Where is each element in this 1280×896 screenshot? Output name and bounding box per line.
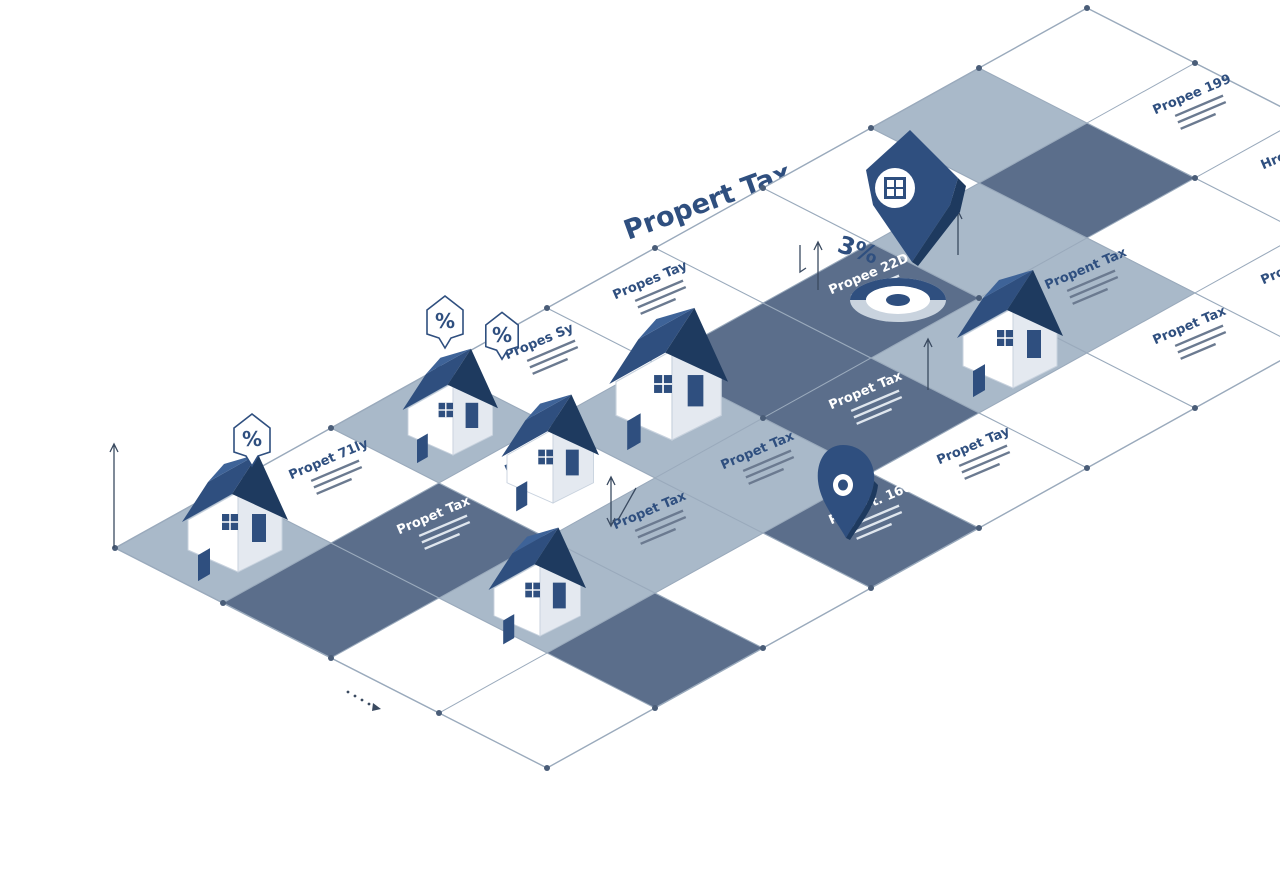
grid-node — [652, 705, 658, 711]
info-tile — [1193, 245, 1280, 337]
text-placeholder-line — [964, 462, 1001, 480]
text-placeholder-line — [1180, 112, 1217, 130]
height-arrow-left — [109, 442, 119, 548]
text-placeholder-line — [853, 510, 903, 534]
text-placeholder-line — [634, 279, 684, 303]
grid-node — [976, 525, 982, 531]
text-placeholder-line — [1072, 287, 1109, 305]
text-placeholder-line — [640, 297, 677, 315]
target-ring-icon — [850, 278, 946, 322]
grid-node — [976, 295, 982, 301]
grid-node — [1084, 5, 1090, 11]
text-placeholder-line — [742, 449, 792, 473]
house-icon — [609, 307, 728, 451]
grid-node — [544, 765, 550, 771]
grid-frame — [112, 5, 1280, 771]
grid-node — [976, 65, 982, 71]
percent-symbol: % — [242, 427, 262, 451]
frame-line — [114, 7, 1088, 549]
text-placeholder-line — [526, 339, 576, 363]
house-icon — [501, 394, 599, 512]
percent-badge: % — [233, 412, 271, 468]
text-placeholder-line — [1177, 330, 1227, 354]
text-placeholder-line — [313, 465, 363, 489]
text-placeholder-line — [637, 515, 687, 539]
text-placeholder-line — [1174, 324, 1224, 348]
houses — [182, 270, 1063, 645]
text-placeholder-line — [748, 467, 785, 485]
text-placeholder-line — [424, 532, 461, 550]
grid-node — [1192, 175, 1198, 181]
info-tile — [1193, 130, 1280, 222]
text-placeholder-line — [856, 522, 893, 540]
text-placeholder-line — [745, 455, 795, 479]
house-icon — [488, 527, 586, 645]
grid-node — [760, 415, 766, 421]
frame-line — [546, 359, 1280, 769]
text-placeholder-line — [1069, 275, 1119, 299]
grid-node — [328, 425, 334, 431]
text-placeholder-line — [958, 444, 1008, 468]
dotted-arrow — [346, 690, 381, 711]
grid-node — [544, 305, 550, 311]
text-placeholder-line — [529, 345, 579, 369]
house-icon — [402, 348, 498, 464]
grid-node — [328, 655, 334, 661]
text-placeholder-line — [640, 527, 677, 545]
percent-symbol: % — [492, 323, 512, 347]
text-placeholder-line — [1174, 94, 1224, 118]
house-icon — [957, 270, 1063, 398]
text-placeholder-line — [850, 389, 900, 413]
text-placeholder-line — [850, 504, 900, 528]
grid-node — [1084, 465, 1090, 471]
map-pin-icon — [817, 445, 878, 540]
text-placeholder-line — [853, 395, 903, 419]
grid-node — [760, 645, 766, 651]
text-placeholder-line — [637, 285, 687, 309]
percent-badge: % — [426, 294, 464, 350]
percent-symbol: % — [435, 309, 455, 333]
text-placeholder-line — [310, 459, 360, 483]
percent-badge: % — [485, 311, 519, 361]
grid-node — [436, 710, 442, 716]
house-icon — [182, 454, 288, 582]
grid-node — [652, 245, 658, 251]
grid-node — [760, 185, 766, 191]
grid-node — [868, 125, 874, 131]
text-placeholder-line — [961, 450, 1011, 474]
text-placeholder-line — [418, 514, 468, 538]
grid-node — [1192, 60, 1198, 66]
text-placeholder-line — [421, 520, 471, 544]
grid-node — [220, 600, 226, 606]
percent-badges: %%%3% — [233, 230, 882, 468]
grid-node — [1192, 405, 1198, 411]
grid-node — [112, 545, 118, 551]
text-placeholder-line — [316, 477, 353, 495]
text-placeholder-line — [532, 357, 569, 375]
text-placeholder-line — [856, 407, 893, 425]
frame-line — [1086, 7, 1280, 108]
text-placeholder-line — [1066, 269, 1116, 293]
height-arrow-center — [606, 475, 637, 528]
text-placeholder-line — [634, 509, 684, 533]
text-placeholder-line — [1177, 100, 1227, 124]
text-placeholder-line — [1180, 342, 1217, 360]
grid-node — [868, 585, 874, 591]
house-pin-icon — [866, 130, 966, 266]
